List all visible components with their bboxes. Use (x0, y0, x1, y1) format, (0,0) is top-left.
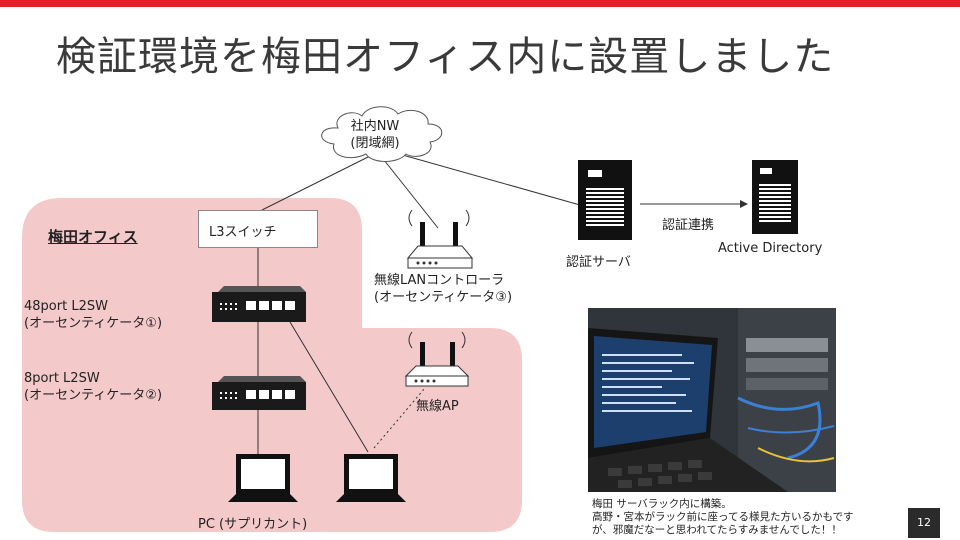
switch-48port-icon (212, 286, 306, 322)
wireless-ap-icon (404, 331, 470, 387)
wlc-label-line2: (オーセンティケータ③) (374, 290, 513, 305)
cloud-shape (321, 106, 443, 162)
cloud-label: 社内NW (閉域網) (330, 118, 420, 152)
pc-laptop-icon-2 (336, 454, 406, 502)
photo-caption: 梅田 サーバラック内に構築。 高野・宮本がラック前に座ってる様見た方いるかもです… (592, 498, 854, 537)
link-sw48-pc2 (289, 321, 369, 453)
sw48-label-line1: 48port L2SW (24, 299, 108, 314)
l3-switch-box: L3スイッチ (198, 210, 318, 248)
sw8-label-line2: (オーセンティケータ②) (24, 388, 163, 403)
sw8-label-line1: 8port L2SW (24, 371, 100, 386)
switch-8port-icon (212, 376, 306, 410)
page-number: 12 (908, 508, 940, 538)
server-rack-photo (588, 308, 836, 492)
wlc-label: 無線LANコントローラ (オーセンティケータ③) (374, 272, 512, 306)
wireless-ap-label: 無線AP (416, 399, 459, 414)
slide-title: 検証環境を梅田オフィス内に設置しました (56, 34, 835, 80)
wlc-router-icon (406, 209, 474, 269)
cloud-label-line1: 社内NW (350, 119, 400, 134)
auth-link-label: 認証連携 (662, 218, 715, 233)
photo-caption-line3: が、邪魔だなーと思われてたらすみませんでした！！ (592, 524, 842, 536)
active-directory-label: Active Directory (718, 241, 823, 256)
cloud-label-line2: (閉域網) (350, 136, 400, 151)
auth-server-label: 認証サーバ (566, 255, 631, 270)
link-cloud-l3 (261, 154, 373, 211)
link-cloud-server (391, 151, 581, 206)
sw48-label-line2: (オーセンティケータ①) (24, 316, 163, 331)
photo-caption-line1: 梅田 サーバラック内に構築。 (592, 498, 732, 510)
top-accent-bar (0, 0, 960, 7)
active-directory-server-icon (752, 160, 798, 234)
wlc-label-line1: 無線LANコントローラ (374, 273, 505, 288)
arrow-head-icon (740, 200, 748, 208)
photo-caption-line2: 高野・宮本がラック前に座ってる様見た方いるかもです (592, 511, 854, 523)
office-area (22, 198, 522, 532)
wireless-link (373, 387, 426, 449)
auth-server-icon (578, 160, 632, 240)
pc-label: PC (サプリカント) (198, 517, 308, 532)
sw8-label: 8port L2SW (オーセンティケータ②) (24, 370, 162, 404)
pc-laptop-icon-1 (228, 454, 298, 502)
office-label: 梅田オフィス (48, 228, 138, 246)
sw48-label: 48port L2SW (オーセンティケータ①) (24, 298, 162, 332)
link-cloud-wlc (379, 154, 439, 229)
connection-lines (257, 151, 581, 454)
server-rack-photo-drawing (588, 308, 836, 492)
